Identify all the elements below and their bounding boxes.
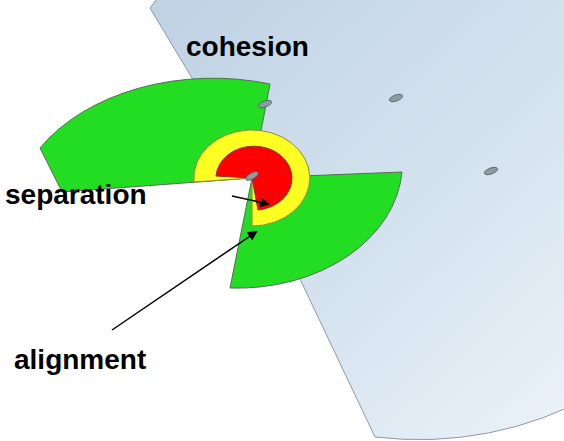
separation-ring: [194, 130, 310, 226]
cohesion-zone: [150, 0, 564, 440]
separation-zone: [216, 146, 292, 210]
zone-label: cohesion: [186, 32, 309, 63]
leader-arrow: [232, 196, 268, 204]
leader-arrow: [112, 232, 256, 330]
zone-label: alignment: [14, 345, 146, 376]
zone-label: separation: [5, 180, 147, 211]
fish-icons: [244, 93, 498, 182]
